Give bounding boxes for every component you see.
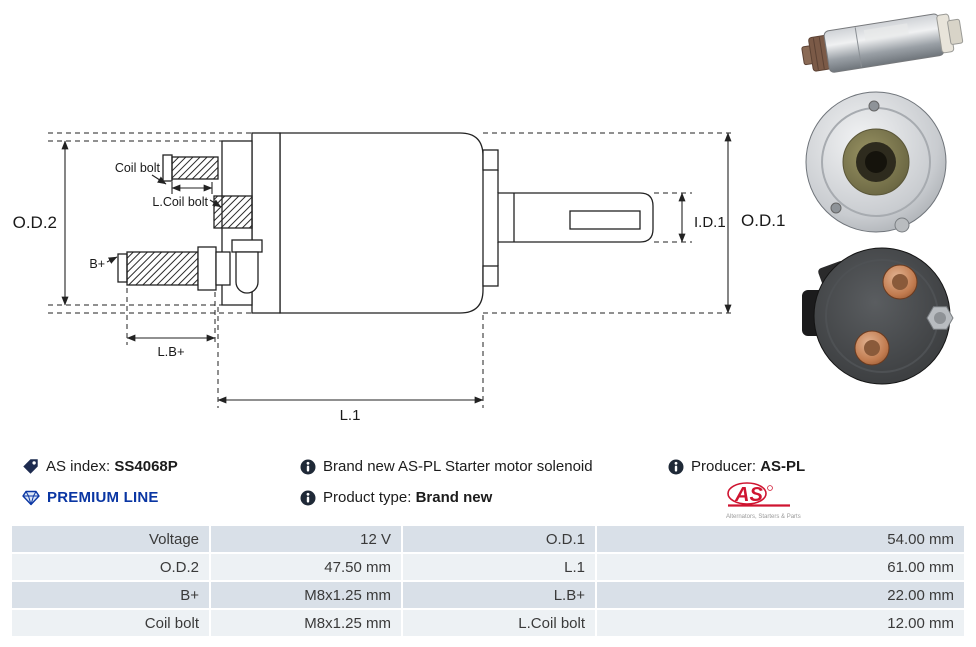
info-icon <box>668 459 684 474</box>
product-photo-front-view <box>805 91 947 233</box>
spec-value-b-plus: M8x1.25 mm <box>211 582 401 608</box>
dimension-labels: O.D.2 O.D.1 I.D.1 L.1 Coil bolt L.Coil b… <box>13 161 786 424</box>
premium-line-label: PREMIUM LINE <box>47 489 159 506</box>
info-icon <box>300 459 316 474</box>
as-logo-mark: AS <box>727 482 790 507</box>
product-type-value: Brand new <box>415 489 493 506</box>
dim-label-od2: O.D.2 <box>13 213 57 232</box>
spec-label-l-b-plus: L.B+ <box>403 582 595 608</box>
as-logo-text: AS <box>734 484 763 506</box>
description-text: Brand new AS-PL Starter motor solenoid <box>323 458 593 475</box>
spec-value-coil-bolt: M8x1.25 mm <box>211 610 401 636</box>
producer-text: Producer: AS-PL <box>691 458 805 475</box>
diamond-icon <box>22 490 40 505</box>
dim-label-b-plus: B+ <box>89 257 105 271</box>
dim-label-coil-bolt: Coil bolt <box>115 161 161 175</box>
spec-table: Voltage 12 V O.D.1 54.00 mm O.D.2 47.50 … <box>12 526 964 636</box>
solenoid-outline <box>117 132 654 314</box>
tag-icon <box>23 459 38 474</box>
info-icon <box>300 490 316 505</box>
as-index-value: SS4068P <box>114 458 178 475</box>
spec-label-voltage: Voltage <box>12 526 209 552</box>
spec-label-l-coil-bolt: L.Coil bolt <box>403 610 595 636</box>
product-type-text: Product type: Brand new <box>323 489 492 506</box>
spec-label-l1: L.1 <box>403 554 595 580</box>
producer-label: Producer: <box>691 458 757 475</box>
dimension-lines <box>61 132 732 404</box>
dimension-reference-lines <box>48 132 733 408</box>
spec-value-od2: 47.50 mm <box>211 554 401 580</box>
premium-line: PREMIUM LINE <box>22 489 159 506</box>
as-index-label: AS index: <box>46 458 111 475</box>
spec-label-od1: O.D.1 <box>403 526 595 552</box>
product-type: Product type: Brand new <box>300 489 492 506</box>
spec-label-b-plus: B+ <box>12 582 209 608</box>
technical-drawing: O.D.2 O.D.1 I.D.1 L.1 Coil bolt L.Coil b… <box>13 132 786 424</box>
dim-label-l-b-plus: L.B+ <box>157 344 184 359</box>
producer: Producer: AS-PL <box>668 458 805 475</box>
dim-label-l1: L.1 <box>340 407 361 424</box>
product-type-label: Product type: <box>323 489 412 506</box>
spec-value-l-b-plus: 22.00 mm <box>597 582 964 608</box>
as-index-text: AS index: SS4068P <box>46 458 178 475</box>
product-photo-back-view <box>802 247 954 385</box>
spec-value-od1: 54.00 mm <box>597 526 964 552</box>
spec-label-od2: O.D.2 <box>12 554 209 580</box>
as-pl-logo: AS Alternators, Starters & Parts <box>726 481 801 520</box>
producer-value: AS-PL <box>760 458 806 475</box>
spec-label-coil-bolt: Coil bolt <box>12 610 209 636</box>
dim-label-id1: I.D.1 <box>694 214 726 231</box>
dim-label-l-coil-bolt: L.Coil bolt <box>152 195 208 209</box>
spec-value-l-coil-bolt: 12.00 mm <box>597 610 964 636</box>
product-description: Brand new AS-PL Starter motor solenoid <box>300 458 593 475</box>
dim-label-od1: O.D.1 <box>741 211 785 230</box>
spec-value-voltage: 12 V <box>211 526 401 552</box>
as-index: AS index: SS4068P <box>22 458 178 475</box>
logo-tagline: Alternators, Starters & Parts <box>726 514 801 520</box>
product-photo-side-view <box>801 13 964 73</box>
spec-value-l1: 61.00 mm <box>597 554 964 580</box>
